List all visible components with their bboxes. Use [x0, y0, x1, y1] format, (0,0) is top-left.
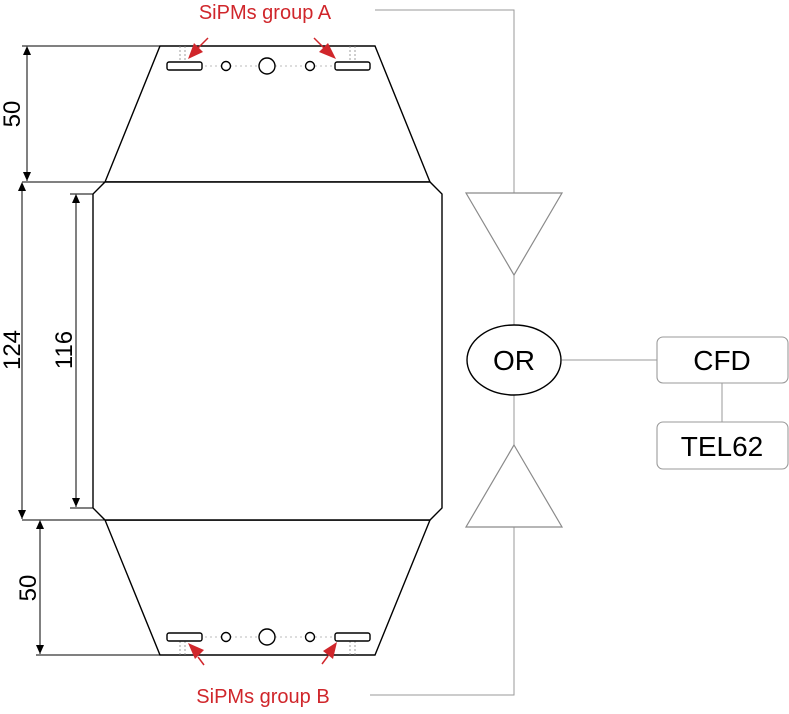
sipm-a-left — [166, 61, 203, 71]
cfd-label: CFD — [693, 345, 751, 376]
scintillator-tile — [92, 181, 443, 521]
sipm-b-right — [334, 632, 371, 642]
sipm-b-left — [166, 632, 203, 642]
top-sipm-row — [166, 46, 371, 75]
annotation-arrows — [188, 37, 337, 666]
dimension-lines — [18, 45, 160, 656]
cfd-box — [656, 336, 789, 384]
center-hole — [258, 628, 276, 646]
dimension-bottom-label: 50 — [15, 575, 42, 602]
mount-hole — [220, 60, 232, 72]
dimension-middle-outer-label: 124 — [0, 330, 26, 370]
tel62-label: TEL62 — [681, 431, 764, 462]
tel62-box — [656, 421, 789, 470]
or-gate-label: OR — [493, 345, 535, 376]
signal-wiring — [370, 9, 723, 696]
sipm-group-a-label: SiPMs group A — [199, 2, 332, 24]
amplifier-bottom — [464, 443, 564, 528]
sipm-group-b-label: SiPMs group B — [196, 686, 329, 708]
mount-hole — [304, 60, 316, 72]
amplifier-top — [464, 192, 564, 277]
mount-hole — [220, 631, 232, 643]
detector-outline — [92, 45, 443, 656]
dimension-middle-inner-label: 116 — [51, 331, 78, 369]
sipm-a-right — [334, 61, 371, 71]
or-gate — [466, 324, 562, 396]
mount-hole — [304, 631, 316, 643]
dimension-top-label: 50 — [0, 101, 26, 128]
bottom-sipm-row — [166, 628, 371, 655]
center-hole — [258, 57, 276, 75]
